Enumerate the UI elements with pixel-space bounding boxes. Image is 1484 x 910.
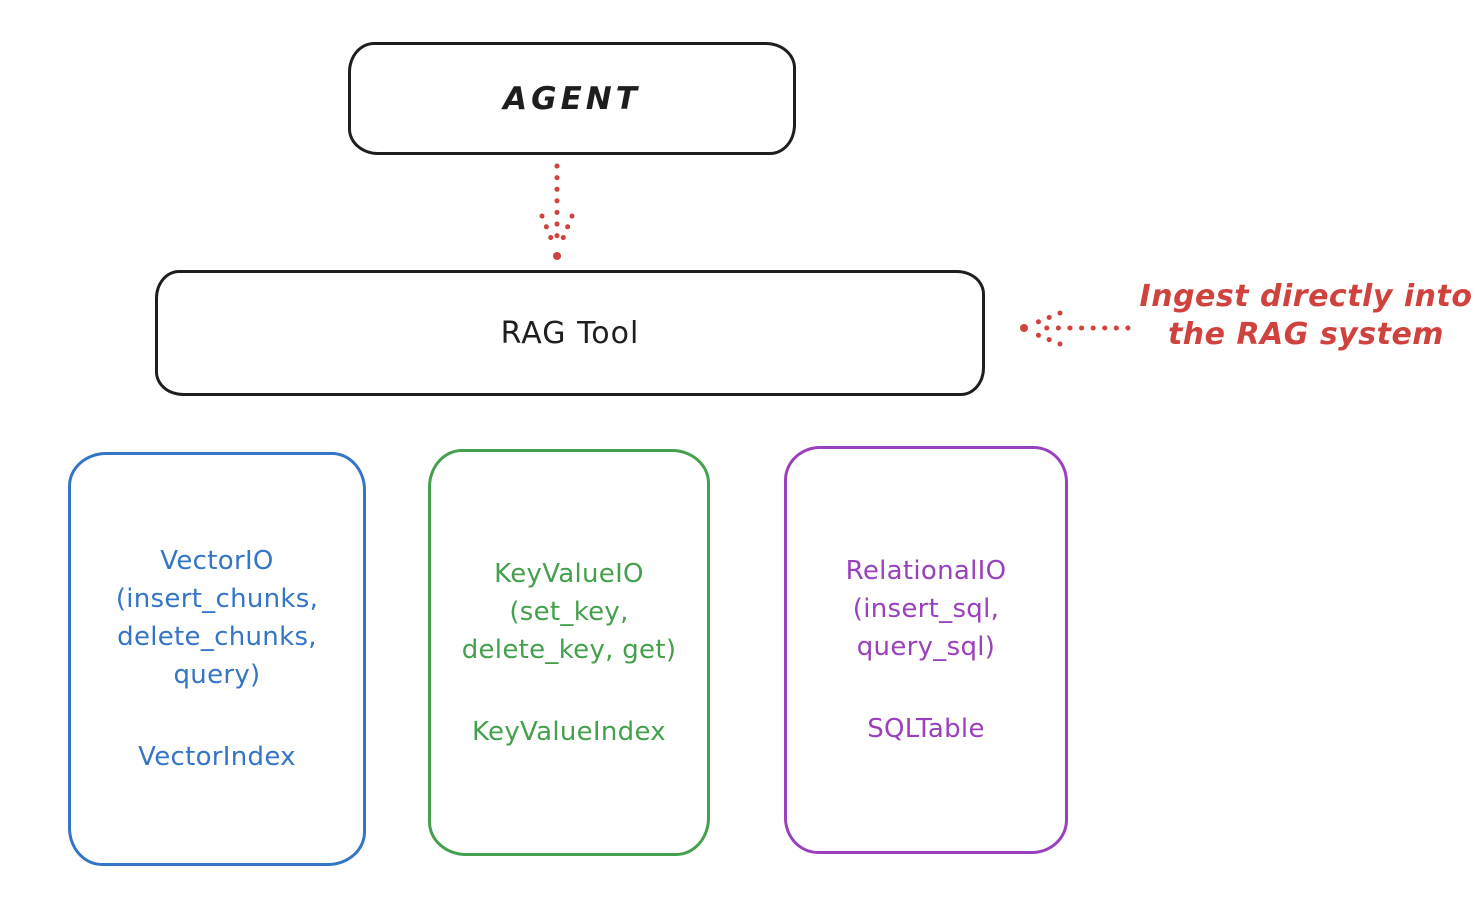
keyvalue-index-label: KeyValueIndex — [471, 716, 666, 747]
keyvalue-io-title: KeyValueIO — [494, 558, 644, 589]
relational-io-title: RelationalIO — [845, 556, 1007, 586]
vector-io-methods-line: delete_chunks, — [117, 622, 317, 652]
relational-io-methods-line: query_sql) — [856, 632, 996, 662]
keyvalue-io-node[interactable]: KeyValueIO (set_key, delete_key, get) Ke… — [428, 449, 710, 856]
vector-io-methods-line: (insert_chunks, — [115, 584, 319, 614]
agent-node[interactable]: AGENT — [348, 42, 796, 155]
relational-io-node[interactable]: RelationalIO (insert_sql, query_sql) SQL… — [784, 446, 1068, 854]
annotation-line-2: the RAG system — [1167, 317, 1445, 352]
rag-tool-node[interactable]: RAG Tool — [155, 270, 985, 396]
agent-label: AGENT — [503, 80, 641, 117]
keyvalue-io-methods-line: delete_key, get) — [461, 634, 677, 665]
annotation-line-1: Ingest directly into — [1139, 279, 1473, 314]
vector-io-methods-line: query) — [173, 660, 261, 690]
keyvalue-io-methods-line: (set_key, — [509, 596, 629, 627]
relational-io-methods-line: (insert_sql, — [852, 594, 1000, 624]
annotation-text: Ingest directly into the RAG system — [1128, 278, 1484, 354]
dotted-arrow-down-icon — [539, 163, 575, 260]
dotted-arrow-left-icon — [1020, 310, 1131, 347]
vector-io-node[interactable]: VectorIO (insert_chunks, delete_chunks, … — [68, 452, 366, 866]
sql-table-label: SQLTable — [867, 714, 985, 744]
rag-tool-label: RAG Tool — [500, 315, 640, 351]
vector-index-label: VectorIndex — [138, 742, 296, 772]
vector-io-title: VectorIO — [160, 546, 274, 576]
